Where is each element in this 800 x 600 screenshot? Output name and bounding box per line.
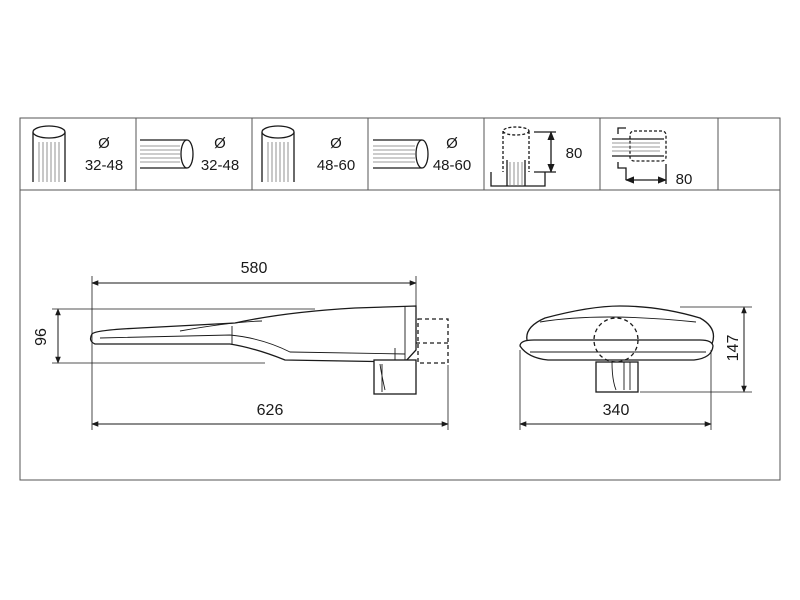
mounting-option-4: Ø 48-60: [373, 135, 471, 174]
mounting-option-6: 80: [612, 127, 693, 188]
diameter-range: 32-48: [201, 157, 239, 174]
horizontal-pole-icon: [373, 139, 429, 169]
post-top-insertion-icon: [490, 126, 556, 187]
dim-side-top-length: 580: [241, 260, 268, 277]
diameter-symbol: Ø: [98, 135, 110, 152]
dim-front-height: 147: [725, 335, 742, 362]
dim-side-height: 96: [33, 328, 50, 346]
diameter-range: 32-48: [85, 157, 123, 174]
diameter-range: 48-60: [317, 157, 355, 174]
drawing-frame: [19, 117, 781, 481]
vertical-pole-icon: [261, 125, 295, 182]
insertion-depth: 80: [676, 171, 693, 188]
insertion-depth: 80: [566, 145, 583, 162]
mounting-option-3: Ø 48-60: [261, 125, 355, 182]
dim-front-width: 340: [603, 402, 630, 419]
vertical-pole-icon: [32, 125, 66, 182]
diameter-symbol: Ø: [446, 135, 458, 152]
side-entry-insertion-icon: [612, 127, 667, 184]
front-view-luminaire: [519, 305, 752, 430]
mounting-option-5: 80: [490, 126, 583, 187]
diameter-range: 48-60: [433, 157, 471, 174]
diameter-symbol: Ø: [214, 135, 226, 152]
dim-side-total-length: 626: [257, 402, 284, 419]
mounting-option-1: Ø 32-48: [32, 125, 123, 182]
horizontal-pole-icon: [140, 139, 194, 169]
diameter-symbol: Ø: [330, 135, 342, 152]
side-view-luminaire: [52, 276, 449, 430]
mounting-option-2: Ø 32-48: [140, 135, 239, 174]
